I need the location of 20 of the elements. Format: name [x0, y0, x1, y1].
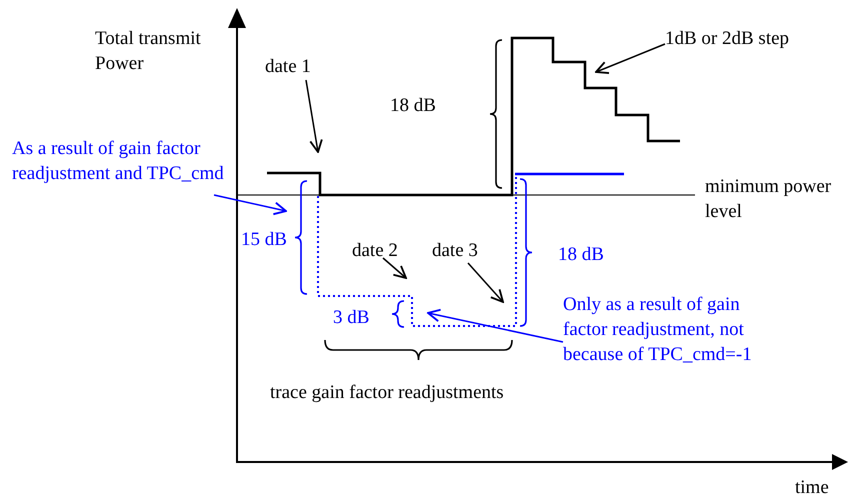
leader-arrow	[467, 262, 504, 303]
leader-arrow	[214, 194, 287, 216]
leader-arrow	[305, 80, 323, 153]
label-text: time	[795, 476, 829, 495]
label-text: 18 dB	[558, 243, 604, 267]
label-text: 15 dB	[241, 228, 287, 252]
callout-text: As a result of gain factor readjustment and TPC_cmd	[12, 136, 257, 186]
callout-text: 1dB or 2dB step	[665, 26, 790, 51]
label-text: 3 dB	[333, 306, 370, 330]
leader-arrow	[427, 308, 564, 343]
label-text: trace gain factor readjustments	[270, 381, 504, 405]
callout-text: Only as a result of gain factor readjustment, not because of TPC_cmd=-1	[563, 292, 768, 367]
label-text: Total transmit Power	[95, 27, 202, 76]
callout-text: date 2	[352, 238, 398, 263]
label-text: minimum power level	[705, 175, 832, 224]
leader-arrow	[382, 257, 407, 279]
callout-text: date 3	[432, 238, 478, 263]
leader-arrow	[595, 43, 666, 74]
callout-text: date 1	[265, 54, 311, 79]
label-text: 18 dB	[390, 94, 436, 118]
